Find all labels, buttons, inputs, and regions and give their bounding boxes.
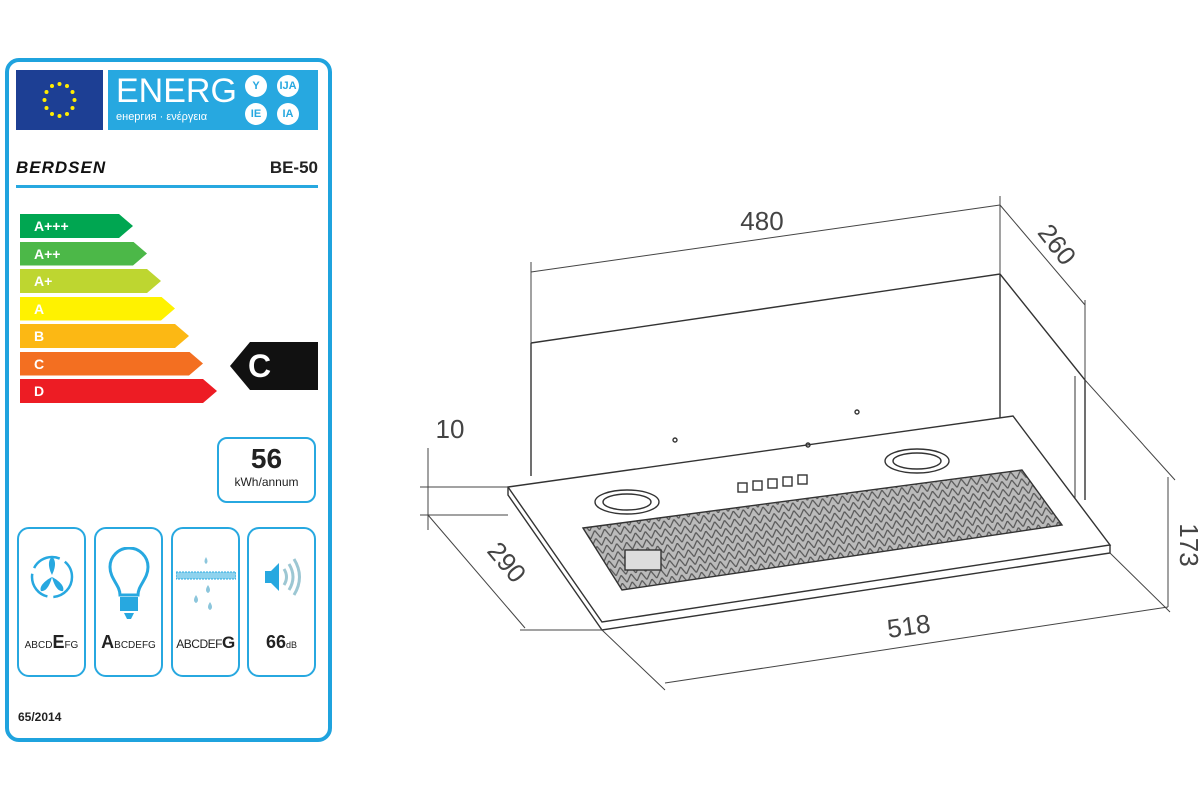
light-class-scale: ABCDEFG	[101, 632, 156, 652]
filter-handle	[624, 549, 662, 571]
energ-subtitle: енергия · ενέργεια	[116, 111, 208, 123]
filter-class-scale: ABCDEFG	[176, 633, 235, 652]
brand-logo: BERDSEN	[16, 158, 107, 177]
hood-body-top	[530, 273, 1086, 500]
dim-480	[530, 204, 1001, 273]
control-buttons	[737, 474, 808, 493]
lang-code: IA	[277, 103, 299, 125]
regulation-number: 65/2014	[18, 710, 62, 724]
dim-290	[427, 514, 526, 629]
lighting-efficiency-box: ABCDEFG	[94, 527, 163, 677]
consumption-value: 56	[250, 443, 283, 474]
dim-480-label: 480	[740, 206, 783, 236]
speaker-icon	[265, 558, 301, 596]
dim-10	[420, 448, 508, 530]
model-number: BE-50	[269, 158, 318, 177]
lang-code: IE	[245, 103, 267, 125]
consumption-box: 56 kWh/annum	[217, 437, 316, 503]
consumption-unit: kWh/annum	[234, 475, 299, 489]
energy-class-bar: A++	[20, 242, 147, 266]
energy-class-bar: B	[20, 324, 189, 348]
eu-flag	[16, 70, 103, 130]
fluid-efficiency-box: ABCDEFG	[17, 527, 86, 677]
rating-arrow: C	[230, 342, 318, 390]
dim-260	[999, 204, 1086, 306]
energy-class-bar: D	[20, 379, 217, 403]
dim-290-label: 290	[481, 536, 532, 589]
dim-173-label: 173	[1174, 523, 1200, 566]
noise-level: 66dB	[265, 632, 298, 652]
fluid-class-scale: ABCDEFG	[24, 632, 79, 652]
dim-260-label: 260	[1032, 218, 1082, 271]
energy-class-bar: A+	[20, 269, 161, 293]
energy-label	[5, 58, 332, 742]
dim-518-label: 518	[885, 608, 932, 644]
divider	[16, 185, 318, 188]
noise-box: 66dB	[247, 527, 316, 677]
technical-drawing: 480 260 10 290 518 173	[420, 196, 1200, 691]
eu-stars-icon	[42, 82, 77, 118]
lang-code: IJA	[277, 75, 299, 97]
grease-filter	[581, 469, 1064, 591]
dim-518	[664, 606, 1169, 684]
grease-filter-box: ABCDEFG	[171, 527, 240, 677]
energ-title: ENERG	[116, 72, 237, 110]
fan-icon	[30, 555, 74, 599]
energy-class-bar: A	[20, 297, 175, 321]
energy-class-bar: A+++	[20, 214, 133, 238]
energy-class-bar: C	[20, 352, 203, 376]
light-bulb-icon	[108, 547, 150, 619]
dim-10-label: 10	[436, 414, 465, 444]
energy-header: ENERG енергия · ενέργεια Y IJA IE IA	[108, 70, 318, 130]
grease-filter-icon	[176, 557, 236, 610]
lang-code: Y	[245, 75, 267, 97]
